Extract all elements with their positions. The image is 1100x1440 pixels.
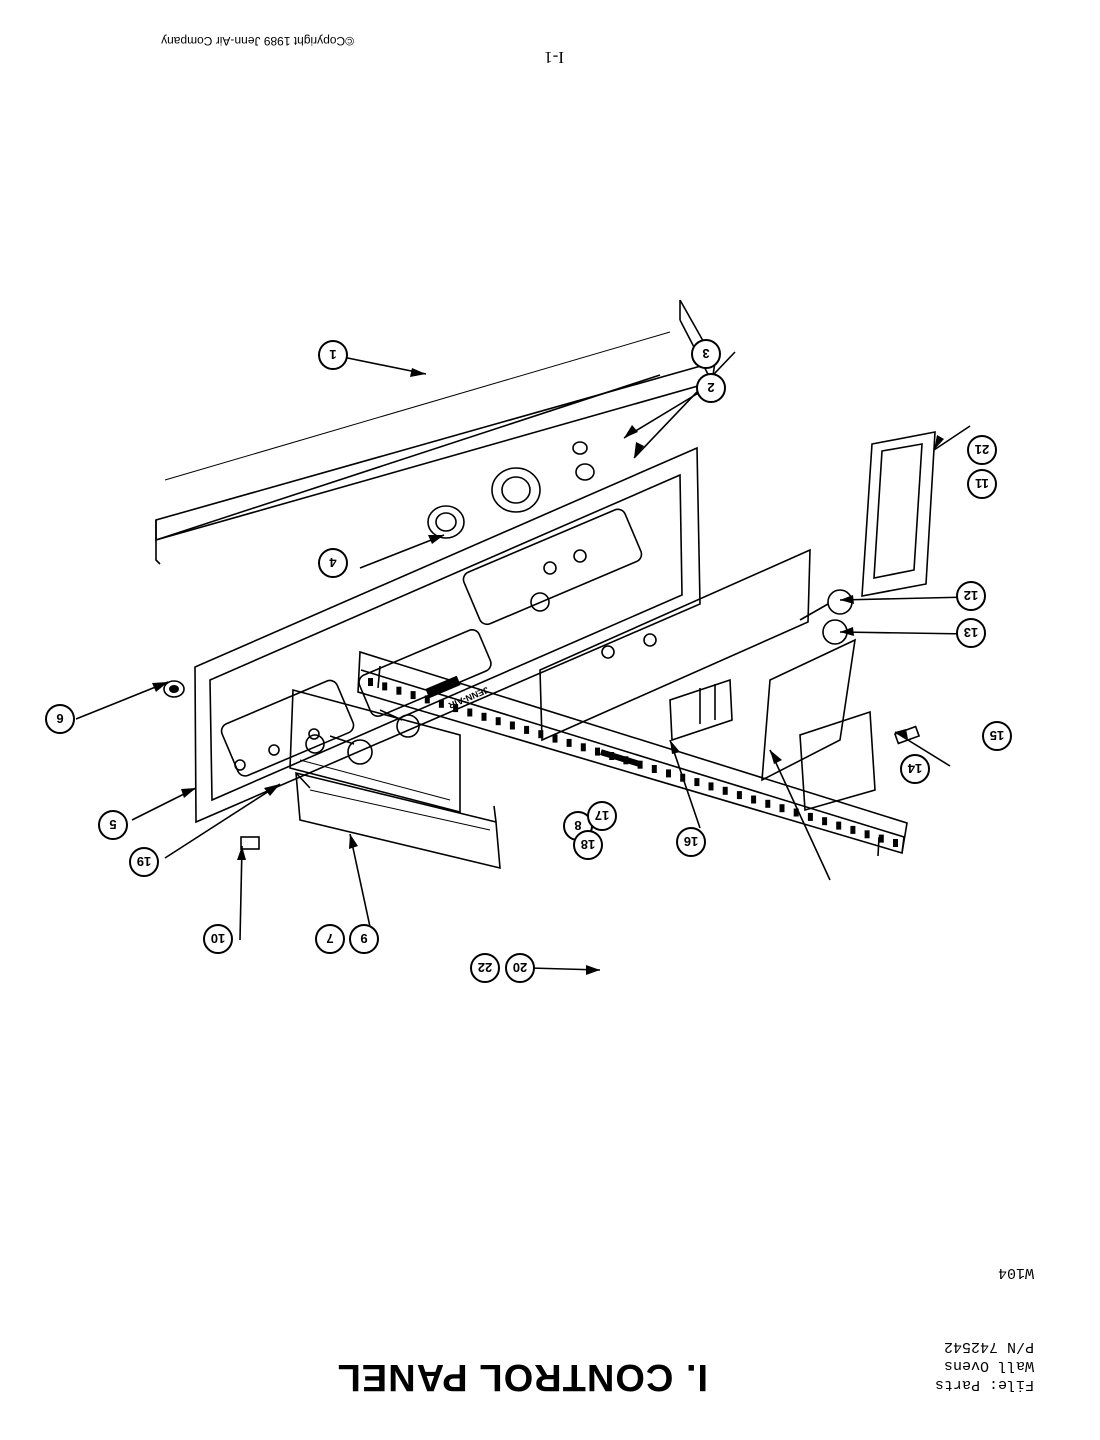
callout-2: 2 (696, 373, 726, 403)
clip (240, 836, 260, 850)
leader-lines (75, 351, 971, 971)
callout-7: 7 (315, 924, 345, 954)
rail-slot (836, 821, 842, 830)
callout-6: 6 (45, 704, 75, 734)
rail-slot (552, 734, 558, 743)
rail-slot (595, 747, 600, 756)
front-panel (194, 446, 701, 824)
callout-19: 19 (129, 847, 159, 877)
callout-15: 15 (982, 721, 1012, 751)
callout-9: 9 (349, 924, 379, 954)
rail-slot (751, 795, 757, 804)
callout-18: 18 (573, 830, 603, 860)
callout-22: 22 (470, 953, 500, 983)
rail-slot (382, 682, 388, 691)
rail-slot (708, 782, 714, 791)
rail-slot (580, 743, 586, 752)
rail-slot (424, 695, 430, 704)
callout-21: 21 (967, 435, 997, 465)
callout-1: 1 (318, 340, 348, 370)
rail-slot (666, 769, 671, 778)
callout-17: 17 (587, 801, 617, 831)
callout-13: 13 (956, 618, 986, 648)
frame (861, 431, 936, 597)
rail-slot (453, 704, 459, 713)
rail-slot (722, 786, 728, 795)
rail-slot (566, 738, 572, 747)
arrowheads (152, 368, 944, 975)
rail-slot (651, 765, 657, 773)
rail-slot (524, 725, 530, 734)
callout-10: 10 (203, 924, 233, 954)
callout-4: 4 (318, 548, 348, 578)
callout-12: 12 (956, 581, 986, 611)
rail-slot (864, 830, 870, 839)
rail-slot (396, 686, 402, 695)
callout-14: 14 (900, 754, 930, 784)
callout-3: 3 (691, 339, 721, 369)
rail-slot (467, 708, 473, 717)
rail-slot (878, 834, 884, 843)
rail-slot (793, 808, 799, 817)
small-knob (163, 680, 185, 698)
rail-slot (637, 760, 643, 769)
rail-slot (438, 699, 444, 708)
callout-5: 5 (98, 810, 128, 840)
mounting-plate (539, 548, 811, 742)
rail-slot (893, 839, 898, 847)
rail-slot (368, 678, 373, 686)
callout-20: 20 (505, 953, 535, 983)
switch-assembly (289, 688, 461, 814)
rail-slot (850, 825, 856, 834)
bracket-rail (357, 650, 908, 857)
rail-slot (807, 812, 813, 821)
knobs (427, 441, 595, 539)
rail-slot (481, 712, 487, 721)
rail-slot (694, 778, 700, 787)
rail-slot (822, 817, 828, 826)
rail-slot (779, 804, 785, 813)
rail-slot (538, 730, 544, 739)
rail-slot (765, 799, 771, 808)
lower-bracket (295, 771, 501, 870)
rail-slot (736, 791, 742, 800)
rail-slot (495, 717, 501, 726)
callout-16: 16 (676, 827, 706, 857)
rail-slot (410, 691, 416, 700)
rail-slot (509, 721, 515, 730)
callout-11: 11 (967, 469, 997, 499)
